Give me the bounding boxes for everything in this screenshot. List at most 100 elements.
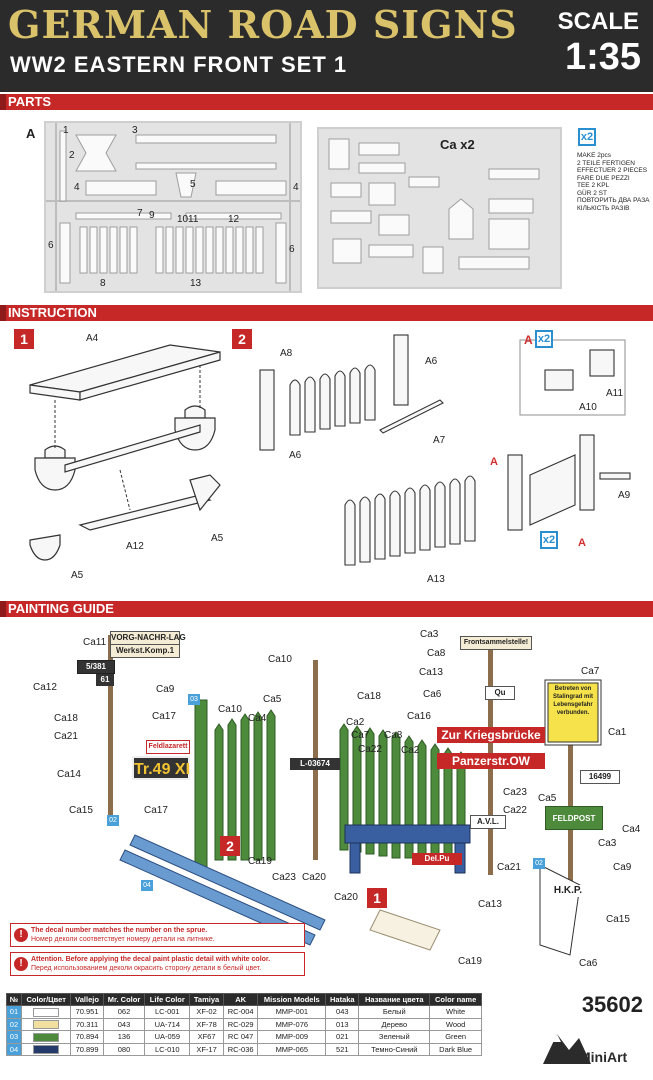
label-ca17-top: Ca17 (152, 711, 176, 722)
label-ca14: Ca14 (57, 769, 81, 780)
label-a11: A11 (606, 388, 624, 399)
sign-delpu: Del.Pu (412, 853, 462, 865)
x2-badge-step2: x2 (540, 531, 558, 549)
label-a5-left: A5 (71, 570, 84, 581)
label-ca7-right: Ca7 (581, 666, 600, 677)
part-number-6b: 6 (289, 244, 295, 255)
sprue-a (44, 121, 302, 293)
sign-kriegsbruecke: Zur Kriegsbrücke (437, 727, 545, 743)
label-ca21-left: Ca21 (54, 731, 78, 742)
instruction-section-header: INSTRUCTION (0, 305, 653, 321)
label-a5-right: A5 (211, 533, 224, 544)
label-ca20-mid: Ca20 (302, 872, 326, 883)
step-1-ref-badge: 1 (367, 888, 387, 908)
part-number-11: 11 (188, 214, 199, 225)
sign-qu: Qu (485, 686, 515, 700)
label-ca10-top: Ca10 (268, 654, 292, 665)
part-number-10: 10 (177, 214, 189, 225)
label-ca2-right: Ca2 (401, 745, 420, 756)
step-2-ref-badge: 2 (220, 836, 240, 856)
color-badge-03: 03 (188, 694, 200, 705)
label-ca3-right: Ca3 (598, 838, 617, 849)
painting-section-header: PAINTING GUIDE (0, 601, 653, 617)
page-title: GERMAN ROAD SIGNS (8, 2, 518, 47)
part-number-2: 2 (69, 150, 75, 161)
label-a8: A8 (280, 348, 293, 359)
product-code: 35602 (581, 992, 643, 1017)
label-ca17-bottom: Ca17 (144, 805, 168, 816)
label-a10: A10 (579, 402, 597, 413)
label-ca7-mid: Ca7 (351, 730, 370, 741)
label-a9: A9 (618, 490, 631, 501)
label-ca18-mid: Ca18 (357, 691, 381, 702)
label-ca5-mid: Ca5 (263, 694, 282, 705)
label-ca19-mid: Ca19 (248, 856, 272, 867)
color-swatch (33, 1007, 60, 1017)
sign-vorg: VORG-NACHR-LAG (110, 631, 186, 645)
color-badge-02-left: 02 (107, 815, 119, 826)
sprue-ca-parts-icon (328, 138, 540, 274)
label-a7: A7 (433, 435, 446, 446)
sign-61: 61 (96, 674, 114, 686)
label-ca12: Ca12 (33, 682, 57, 693)
label-ca23-right: Ca23 (503, 787, 527, 798)
label-ca19-bottom: Ca19 (458, 956, 482, 967)
label-ca3-top: Ca3 (420, 629, 439, 640)
header-bar: GERMAN ROAD SIGNS WW2 EASTERN FRONT SET … (0, 0, 653, 92)
label-ca1: Ca1 (608, 727, 627, 738)
sign-front: Frontsammelstelle! (460, 636, 532, 650)
label-a13: A13 (427, 574, 445, 585)
label-ca11: Ca11 (83, 637, 107, 648)
part-number-6a: 6 (48, 240, 54, 251)
part-number-4a: 4 (74, 182, 80, 193)
sign-feldpost: FELDPOST (545, 806, 603, 830)
label-ca16: Ca16 (407, 711, 431, 722)
sign-16499: 16499 (580, 770, 620, 784)
color-swatch (33, 1045, 60, 1055)
label-ca15-left: Ca15 (69, 805, 93, 816)
step-2-badge: 2 (232, 329, 252, 349)
label-ca6-top: Ca6 (423, 689, 442, 700)
label-ca9-right: Ca9 (613, 862, 632, 873)
sign-werkst: Werkst.Komp.1 (110, 644, 180, 658)
step-1-badge: 1 (14, 329, 34, 349)
label-ca23-mid: Ca23 (272, 872, 296, 883)
svg-text:MiniArt: MiniArt (579, 1049, 628, 1065)
label-ca10-mid: Ca10 (218, 704, 242, 715)
parts-section-header: PARTS (0, 94, 653, 110)
sprue-ca (317, 127, 562, 289)
color-swatch (33, 1020, 60, 1030)
sign-381: 5/381 (77, 660, 115, 674)
sign-feldlaz: Feldlazarett (146, 740, 190, 754)
part-number-5: 5 (190, 179, 196, 190)
label-ca21-right: Ca21 (497, 862, 521, 873)
red-a-label-2: A (578, 537, 586, 549)
decal-number-note: ! The decal number matches the number on… (10, 923, 305, 947)
miniart-logo-icon: MiniArt (535, 1030, 645, 1068)
label-ca22-right: Ca22 (503, 805, 527, 816)
miniart-logo: MiniArt (535, 1024, 645, 1072)
label-ca20-bench: Ca20 (334, 892, 358, 903)
painting-diagram (108, 635, 602, 956)
scale-label: SCALE (557, 8, 639, 35)
x2-badge: x2 (578, 128, 596, 146)
label-a4: A4 (86, 333, 99, 344)
bench-assembly-diagram (29, 344, 221, 561)
sign-avl: A.V.L. (470, 815, 506, 829)
page-subtitle: WW2 EASTERN FRONT SET 1 (10, 52, 348, 77)
label-ca4-mid: Ca4 (248, 713, 267, 724)
part-number-8: 8 (100, 278, 106, 289)
label-ca13-bottom: Ca13 (478, 899, 502, 910)
label-a12: A12 (126, 541, 144, 552)
sign-hkp: H.K.P. (548, 885, 588, 897)
fence-assembly-diagram (259, 334, 631, 566)
sign-panzerstr: Panzerstr.OW (437, 753, 545, 769)
label-ca2-mid: Ca2 (346, 717, 365, 728)
color-swatch (33, 1032, 60, 1042)
decal-white-paint-note: ! Attention. Before applying the decal p… (10, 952, 305, 976)
